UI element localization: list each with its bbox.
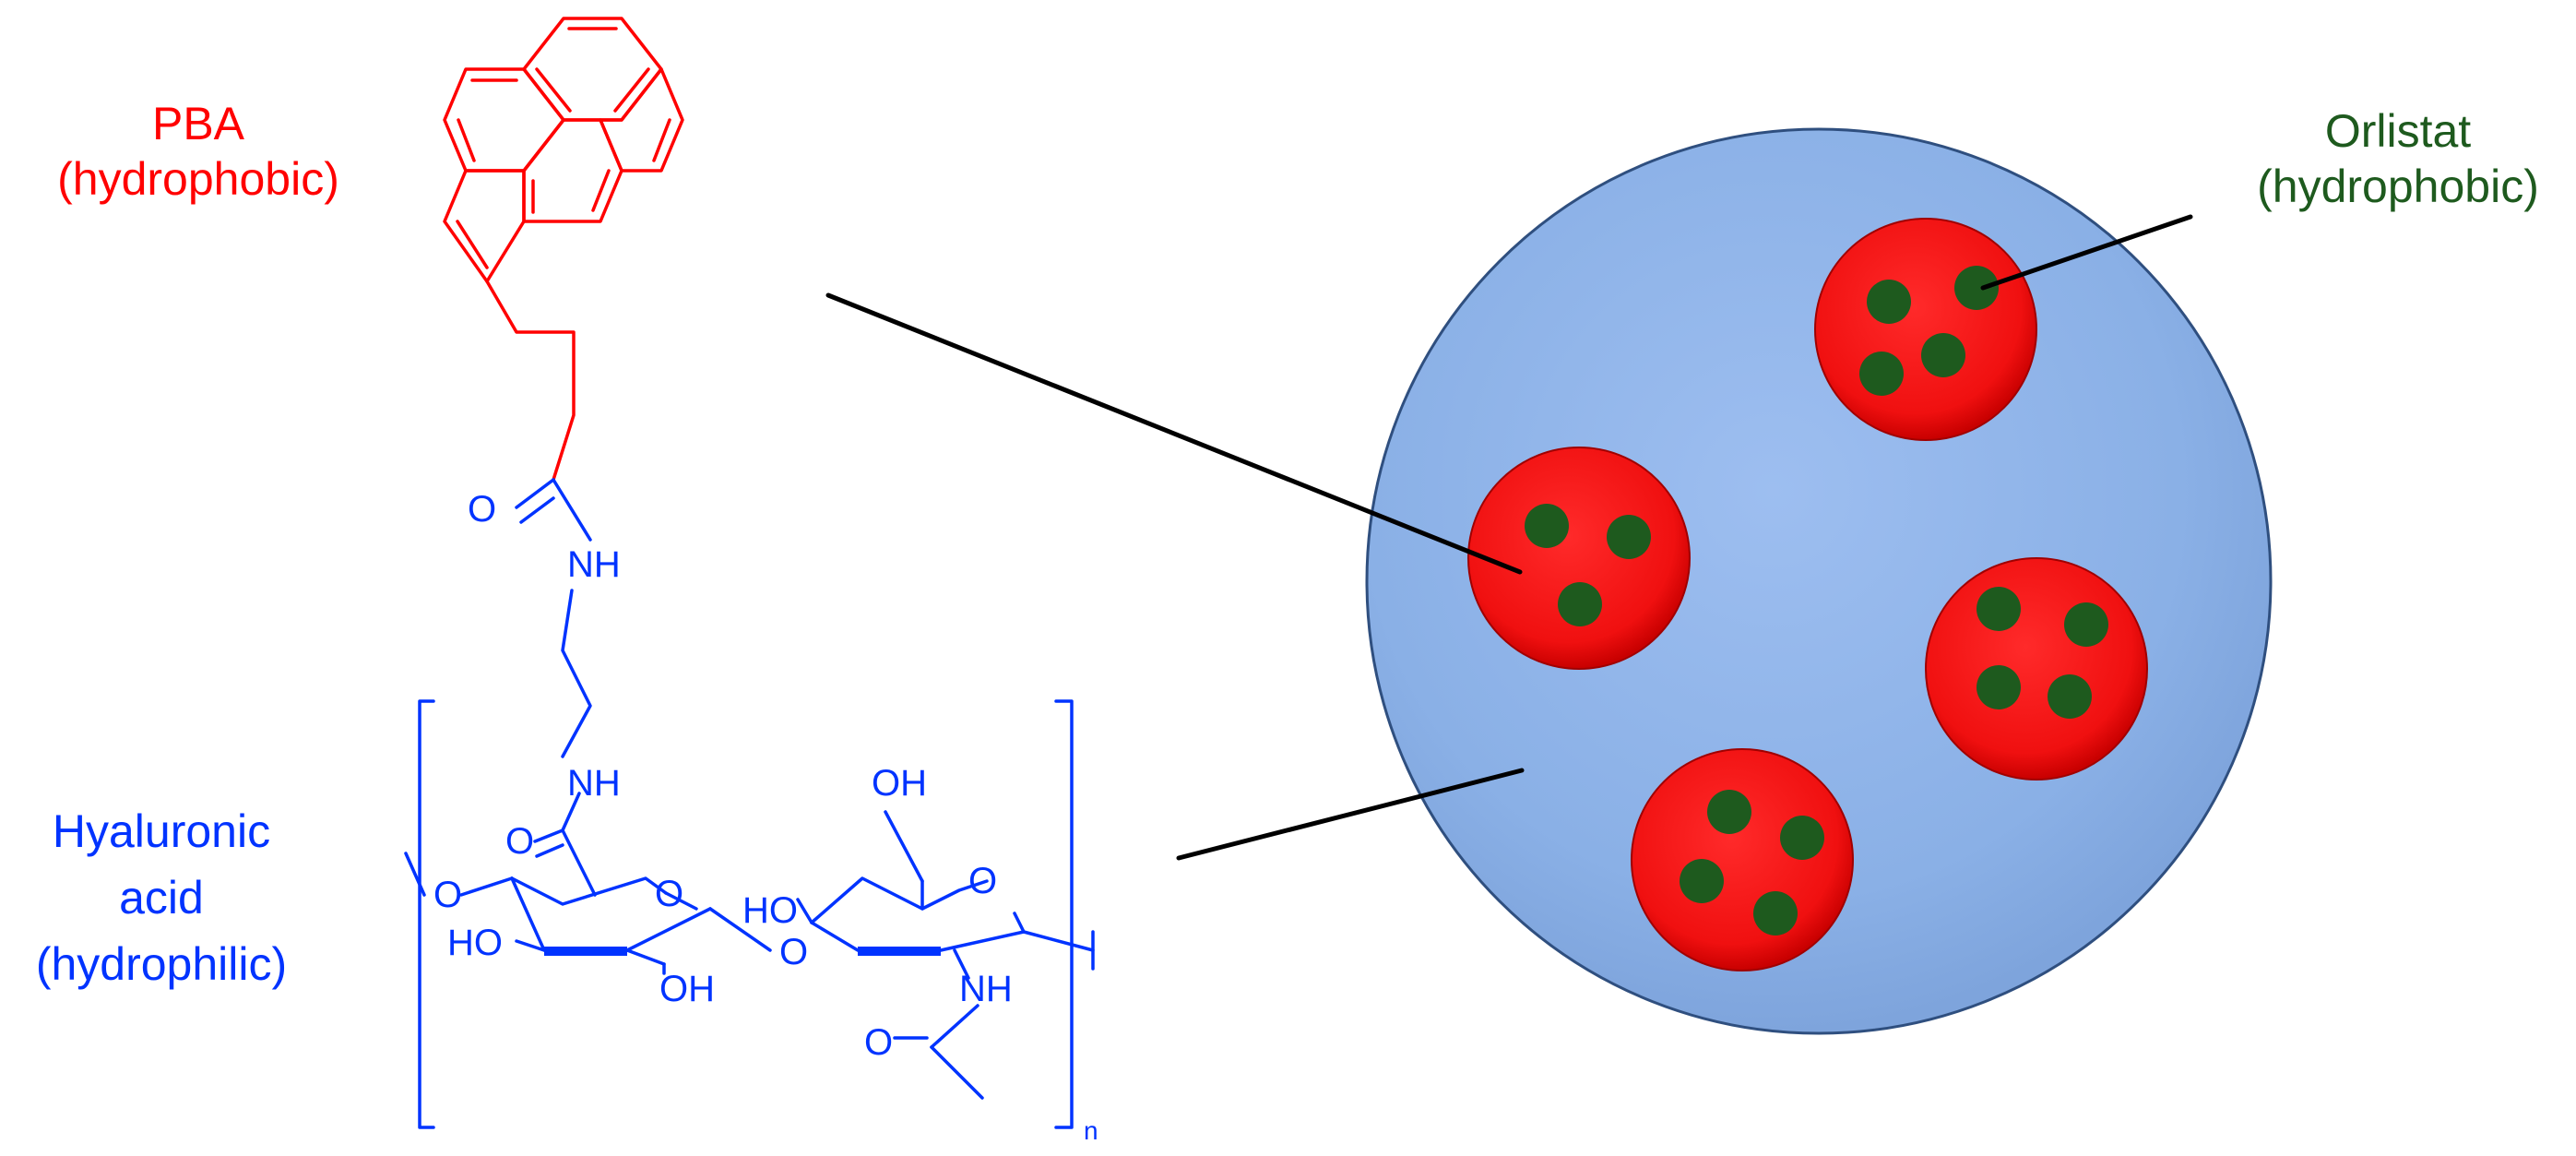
drug-dot [1954,266,1999,310]
repeat-unit-n: n [1084,1116,1098,1145]
pba-leader-line [825,292,1523,575]
atom-ring-o-right: O [968,861,997,901]
orlistat-label: Orlistat (hydrophobic) [2223,103,2573,214]
orlistat-name: Orlistat [2324,105,2472,157]
drug-dot [2064,602,2108,647]
orlistat-leader-line [1980,214,2193,291]
atom-ring-o-linker: O [655,874,683,914]
ha-atom-labels: O NH NH O O O O O OH HO OH HO NH O n [433,489,1098,1145]
ha-name-line1: Hyaluronic [52,805,271,857]
hydrophobic-core-2 [1467,447,1691,670]
atom-ho-left: HO [447,923,503,963]
atom-amide-nh-bottom: NH [567,763,621,804]
drug-dot [1680,859,1724,903]
atom-oh-left-bottom: OH [659,969,715,1009]
pba-name: PBA [151,98,245,149]
atom-ring-o-left: O [433,875,462,915]
atom-carbonyl-o-ring: O [505,821,534,862]
pba-structure [443,17,684,482]
drug-dot [1867,280,1911,324]
ha-name-line2: acid [119,872,204,924]
hydrophobic-core-1 [1814,218,2037,441]
atom-nh-acetyl: NH [959,969,1013,1009]
ha-bold-bonds [544,947,941,956]
ha-property: (hydrophilic) [35,938,288,990]
drug-dot [1753,891,1798,936]
atom-o-acetyl: O [864,1022,893,1063]
drug-dot [1525,504,1569,548]
atom-ho-right: HO [742,890,798,931]
drug-dot [1707,790,1751,834]
pba-property: (hydrophobic) [57,153,339,205]
drug-dot [1977,665,2021,709]
orlistat-property: (hydrophobic) [2257,161,2539,212]
ha-leader-line [1176,768,1525,861]
ha-structure [404,478,1095,1129]
drug-dot [1607,515,1651,559]
atom-amide-nh-top: NH [567,544,621,585]
leader-lines [825,214,2193,861]
drug-dot [1780,816,1824,860]
hyaluronic-acid-label: Hyaluronic acid (hydrophilic) [5,798,318,997]
atom-glyco-o: O [779,932,808,972]
nanoparticle-shell [1365,127,2273,1035]
drug-dot [1859,352,1904,396]
atom-oh-ch2: OH [872,763,927,804]
pba-label: PBA (hydrophobic) [28,96,369,207]
atom-carbonyl-o-top: O [468,489,496,530]
drug-dot [1921,333,1965,377]
drug-dot [2048,674,2092,719]
drug-dot [1977,587,2021,631]
drug-dot [1558,582,1602,626]
hydrophobic-core-3 [1925,557,2148,781]
hydrophobic-core-4 [1631,748,1854,971]
nanoparticle [1365,127,2273,1035]
